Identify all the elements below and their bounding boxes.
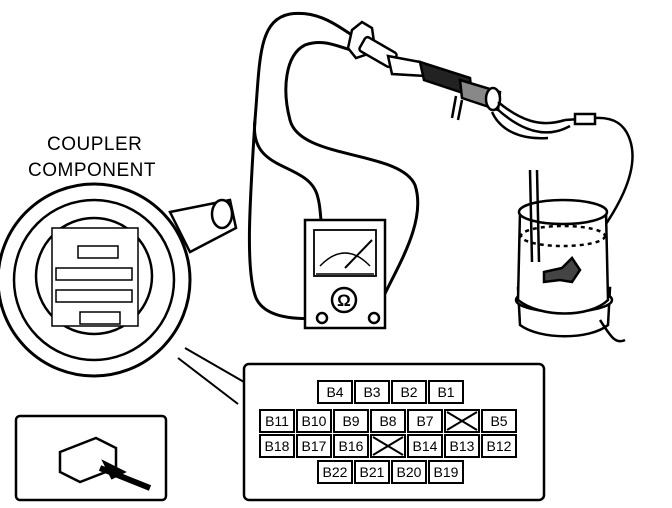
terminal-label: B1 xyxy=(437,384,454,400)
terminal-cell xyxy=(333,409,369,433)
terminal-label: B3 xyxy=(363,384,380,400)
terminal-cell xyxy=(333,434,369,458)
terminal-label: B18 xyxy=(265,438,290,454)
terminal-cell xyxy=(354,460,390,484)
terminal-label: B4 xyxy=(326,384,343,400)
terminal-cross-mark xyxy=(446,411,478,431)
terminal-label: B22 xyxy=(323,464,348,480)
terminal-label: B20 xyxy=(397,464,422,480)
terminal-cell xyxy=(259,409,295,433)
terminal-label: B5 xyxy=(490,413,507,429)
coupler-title-line2: COMPONENT xyxy=(28,160,156,181)
terminal-label: B8 xyxy=(379,413,396,429)
terminal-label: B17 xyxy=(302,438,327,454)
terminal-label: B14 xyxy=(413,438,438,454)
terminal-cell xyxy=(407,409,443,433)
ohmmeter xyxy=(303,218,387,330)
terminal-label: B12 xyxy=(487,438,512,454)
terminal-cell xyxy=(370,409,406,433)
terminal-label: B16 xyxy=(339,438,364,454)
terminal-cell xyxy=(428,460,464,484)
terminal-cell xyxy=(296,409,332,433)
terminal-label: B2 xyxy=(400,384,417,400)
coupler-inset xyxy=(14,414,168,502)
ohm-symbol: Ω xyxy=(337,291,351,310)
terminal-label: B9 xyxy=(342,413,359,429)
terminal-label: B7 xyxy=(416,413,433,429)
terminal-cell xyxy=(296,434,332,458)
terminal-cell xyxy=(481,434,517,458)
terminal-cell xyxy=(354,380,390,404)
beaker xyxy=(514,169,626,343)
terminal-cell xyxy=(428,380,464,404)
terminal-cell xyxy=(444,434,480,458)
terminal-cross-mark xyxy=(372,436,404,456)
terminal-label: B21 xyxy=(360,464,385,480)
terminal-cell xyxy=(317,460,353,484)
terminal-label: B19 xyxy=(434,464,459,480)
terminal-cell xyxy=(259,434,295,458)
terminal-cell xyxy=(317,380,353,404)
terminal-label: B10 xyxy=(302,413,327,429)
terminal-cell xyxy=(391,460,427,484)
terminal-label: B13 xyxy=(450,438,475,454)
sensor-body xyxy=(346,20,502,121)
terminal-cell xyxy=(391,380,427,404)
coupler-view xyxy=(0,182,245,405)
coupler-title-line1: COUPLER xyxy=(47,134,143,155)
terminal-label: B11 xyxy=(265,413,289,429)
terminal-cell xyxy=(481,409,517,433)
terminal-cell xyxy=(407,434,443,458)
